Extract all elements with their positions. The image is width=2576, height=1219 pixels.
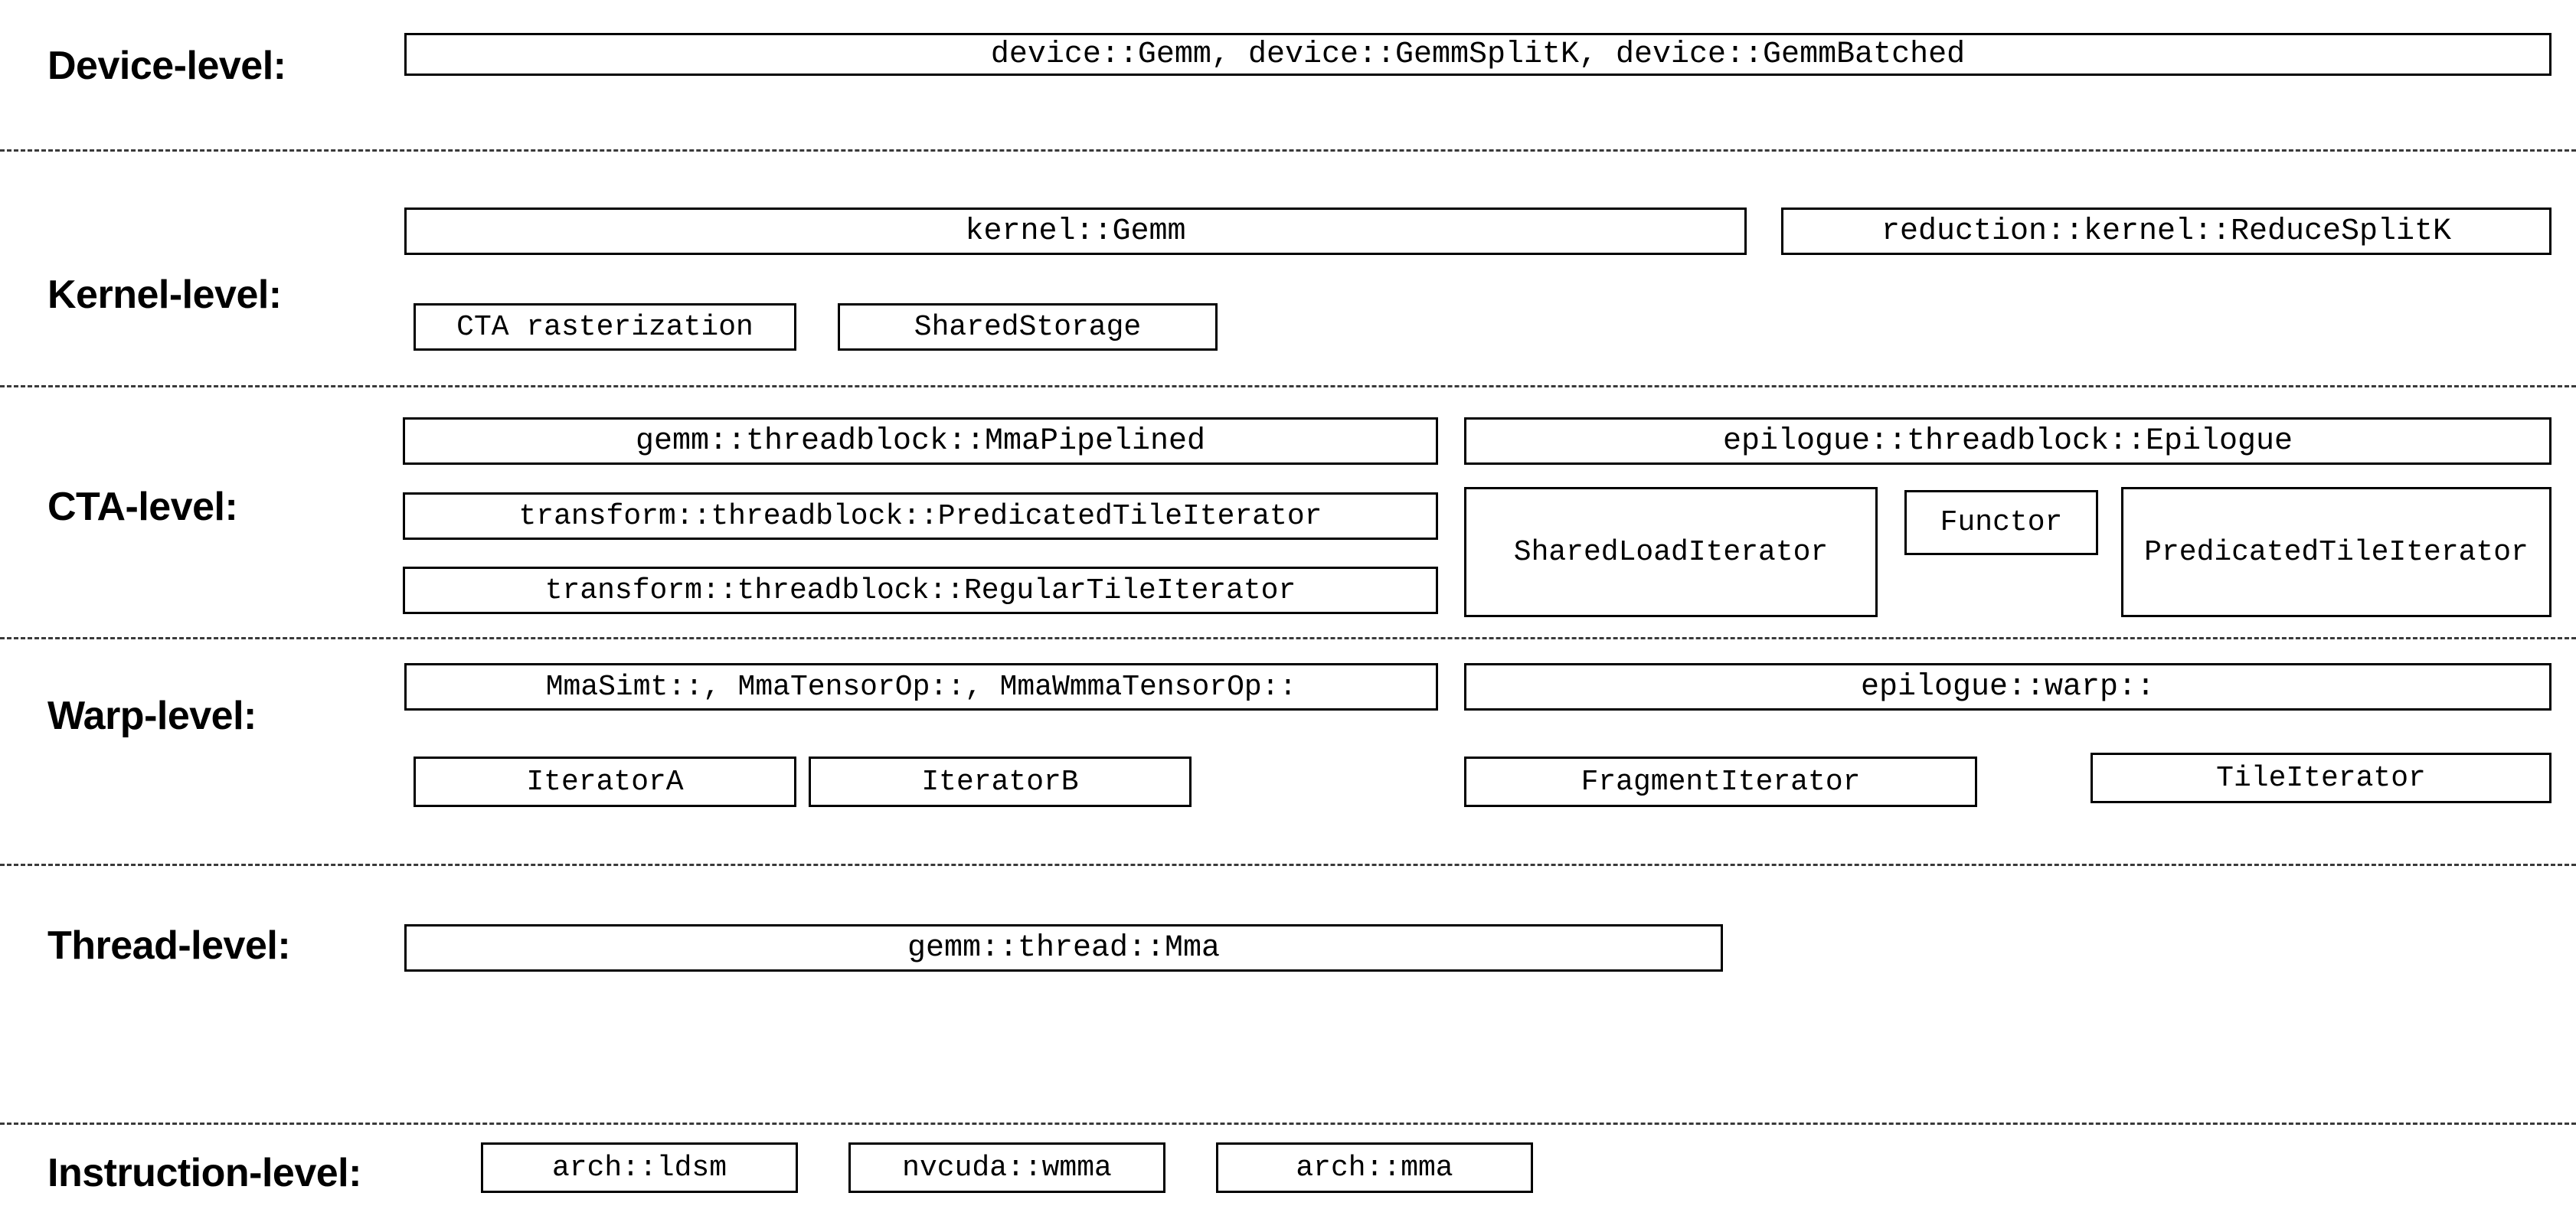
divider-cta-warp — [0, 637, 2576, 639]
box-gemm-threadblock-mmapipelined[interactable]: gemm::threadblock::MmaPipelined — [403, 417, 1438, 465]
box-warp-tile-iterator[interactable]: TileIterator — [2091, 753, 2551, 803]
level-label-instruction: Instruction-level: — [47, 1151, 361, 1195]
box-warp-iterator-a[interactable]: IteratorA — [414, 757, 796, 807]
box-gemm-thread-mma[interactable]: gemm::thread::Mma — [404, 924, 1723, 972]
box-kernel-gemm[interactable]: kernel::Gemm — [404, 208, 1747, 255]
divider-thread-instruction — [0, 1123, 2576, 1125]
box-shared-load-iterator[interactable]: SharedLoadIterator — [1464, 487, 1878, 617]
box-warp-mma-variants[interactable]: MmaSimt::, MmaTensorOp::, MmaWmmaTensorO… — [404, 663, 1438, 711]
box-reduction-kernel-reducesplitk[interactable]: reduction::kernel::ReduceSplitK — [1781, 208, 2551, 255]
box-cta-rasterization[interactable]: CTA rasterization — [414, 303, 796, 351]
box-nvcuda-wmma[interactable]: nvcuda::wmma — [848, 1142, 1165, 1193]
level-label-warp: Warp-level: — [47, 694, 257, 738]
level-label-cta: CTA-level: — [47, 485, 238, 529]
divider-kernel-cta — [0, 385, 2576, 387]
box-functor[interactable]: Functor — [1904, 490, 2098, 555]
box-epilogue-predicatedtileiterator[interactable]: PredicatedTileIterator — [2121, 487, 2551, 617]
box-epilogue-threadblock-epilogue[interactable]: epilogue::threadblock::Epilogue — [1464, 417, 2551, 465]
divider-device-kernel — [0, 149, 2576, 152]
box-epilogue-warp[interactable]: epilogue::warp:: — [1464, 663, 2551, 711]
box-transform-threadblock-regulartileiterator[interactable]: transform::threadblock::RegularTileItera… — [403, 567, 1438, 614]
box-arch-ldsm[interactable]: arch::ldsm — [481, 1142, 798, 1193]
divider-warp-thread — [0, 864, 2576, 866]
box-warp-iterator-b[interactable]: IteratorB — [809, 757, 1192, 807]
box-device-gemm-apis[interactable]: device::Gemm, device::GemmSplitK, device… — [404, 33, 2551, 76]
level-label-kernel: Kernel-level: — [47, 273, 282, 317]
box-shared-storage[interactable]: SharedStorage — [838, 303, 1218, 351]
box-transform-threadblock-predicatedtileiterator[interactable]: transform::threadblock::PredicatedTileIt… — [403, 492, 1438, 540]
level-label-thread: Thread-level: — [47, 923, 291, 968]
box-warp-fragment-iterator[interactable]: FragmentIterator — [1464, 757, 1977, 807]
box-arch-mma[interactable]: arch::mma — [1216, 1142, 1533, 1193]
level-label-device: Device-level: — [47, 44, 286, 88]
